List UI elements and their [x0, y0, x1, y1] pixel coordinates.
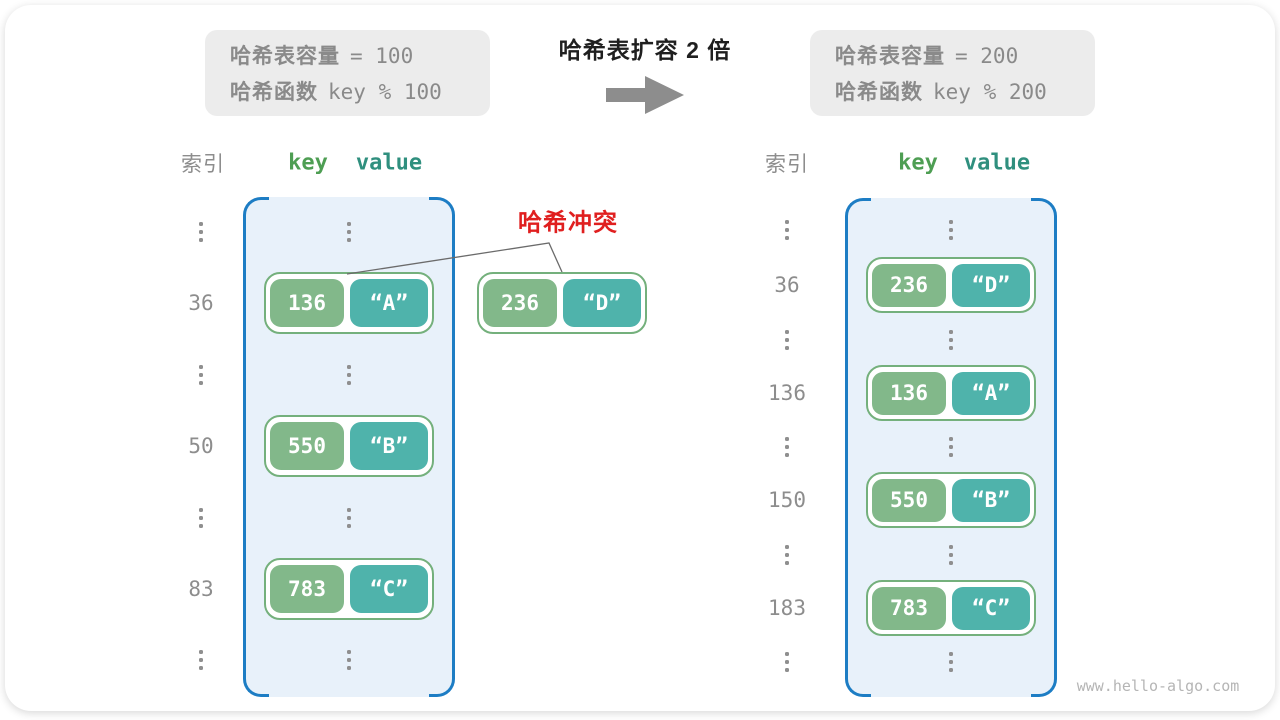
capacity-box-before: 哈希表容量 = 100 哈希函数 key % 100	[205, 30, 490, 116]
bucket-pair: 783 “C”	[866, 580, 1036, 636]
ellipsis-dots	[785, 652, 789, 672]
value-cell: “C”	[350, 565, 428, 613]
watermark: www.hello-algo.com	[1076, 677, 1240, 695]
ellipsis-dots	[199, 650, 203, 670]
hash-fn-label: 哈希函数	[230, 81, 318, 104]
collision-label: 哈希冲突	[518, 209, 618, 237]
bucket-pair: 236 “D”	[866, 257, 1036, 313]
ellipsis-dots	[949, 652, 953, 672]
table-bracket-left	[243, 197, 269, 697]
capacity-label: 哈希表容量	[835, 45, 945, 68]
key-cell: 236	[872, 263, 946, 307]
bucket-pair: 783 “C”	[264, 558, 434, 620]
ellipsis-dots	[785, 437, 789, 457]
ellipsis-dots	[347, 365, 351, 385]
index-label: 36	[774, 273, 800, 297]
capacity-value: = 100	[350, 44, 414, 68]
index-label: 136	[768, 381, 806, 405]
value-cell: “B”	[350, 422, 428, 470]
ellipsis-dots	[785, 545, 789, 565]
key-cell: 550	[872, 478, 946, 522]
value-cell: “D”	[952, 263, 1030, 307]
table-bracket-right	[429, 197, 455, 697]
table-bracket-left	[845, 198, 871, 697]
hash-fn-value: key % 200	[933, 80, 1047, 104]
right-value-header: value	[963, 150, 1031, 176]
expand-arrow-icon	[606, 76, 684, 114]
ellipsis-dots	[785, 220, 789, 240]
ellipsis-dots	[785, 330, 789, 350]
colliding-pair: 236 “D”	[477, 272, 647, 334]
ellipsis-dots	[347, 508, 351, 528]
index-label: 36	[188, 291, 214, 315]
ellipsis-dots	[347, 222, 351, 242]
ellipsis-dots	[199, 508, 203, 528]
value-cell: “A”	[350, 279, 428, 327]
left-value-header: value	[355, 150, 423, 176]
ellipsis-dots	[949, 330, 953, 350]
ellipsis-dots	[347, 650, 351, 670]
index-label: 83	[188, 577, 214, 601]
left-index-header: 索引	[181, 153, 225, 176]
key-cell: 783	[270, 565, 344, 613]
key-cell: 783	[872, 586, 946, 630]
hash-fn-label: 哈希函数	[835, 81, 923, 104]
ellipsis-dots	[949, 545, 953, 565]
value-cell: “A”	[952, 371, 1030, 415]
value-cell: “B”	[952, 478, 1030, 522]
ellipsis-dots	[949, 437, 953, 457]
right-key-header: key	[898, 150, 938, 176]
value-cell: “D”	[563, 279, 641, 327]
bucket-pair: 550 “B”	[264, 415, 434, 477]
left-key-header: key	[288, 150, 328, 176]
table-bracket-right	[1031, 198, 1057, 697]
hash-fn-value: key % 100	[328, 80, 442, 104]
value-cell: “C”	[952, 586, 1030, 630]
key-cell: 136	[270, 279, 344, 327]
expand-title: 哈希表扩容 2 倍	[558, 37, 732, 63]
key-cell: 136	[872, 371, 946, 415]
index-label: 183	[768, 596, 806, 620]
key-cell: 236	[483, 279, 557, 327]
ellipsis-dots	[199, 222, 203, 242]
bucket-pair: 136 “A”	[866, 365, 1036, 421]
bucket-pair: 136 “A”	[264, 272, 434, 334]
capacity-label: 哈希表容量	[230, 45, 340, 68]
index-label: 150	[768, 488, 806, 512]
ellipsis-dots	[199, 365, 203, 385]
diagram-card-frame	[5, 5, 1275, 711]
capacity-box-after: 哈希表容量 = 200 哈希函数 key % 200	[810, 30, 1095, 116]
index-label: 50	[188, 434, 214, 458]
right-index-header: 索引	[765, 153, 809, 176]
key-cell: 550	[270, 422, 344, 470]
ellipsis-dots	[949, 220, 953, 240]
capacity-value: = 200	[955, 44, 1019, 68]
bucket-pair: 550 “B”	[866, 472, 1036, 528]
